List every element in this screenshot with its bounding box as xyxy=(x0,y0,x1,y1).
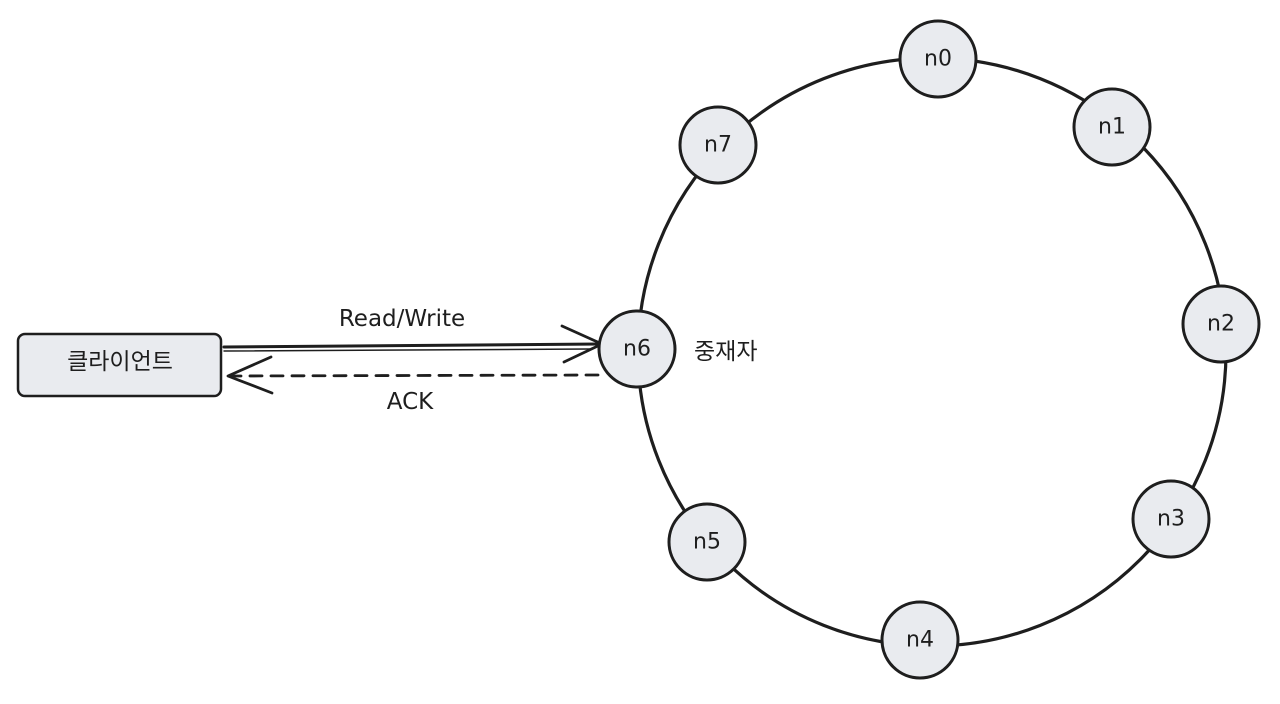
node-label: n7 xyxy=(704,133,732,158)
ring-node-n2[interactable]: n2 xyxy=(1181,284,1261,364)
request-arrow-line-sketch xyxy=(223,348,591,352)
ring-node-n7[interactable]: n7 xyxy=(678,105,758,185)
response-edge: ACK xyxy=(226,355,600,415)
node-label: n1 xyxy=(1098,115,1126,140)
client-label: 클라이언트 xyxy=(67,349,173,375)
ring-node-n0[interactable]: n0 xyxy=(898,19,978,99)
ring-node-n3[interactable]: n3 xyxy=(1131,479,1211,559)
node-circle[interactable] xyxy=(597,309,677,389)
node-circle[interactable] xyxy=(1072,87,1152,167)
node-label: n5 xyxy=(693,530,721,555)
ring-node-n1[interactable]: n1 xyxy=(1072,87,1152,167)
response-arrowhead xyxy=(226,355,274,395)
ring-node-n5[interactable]: n5 xyxy=(667,502,747,582)
ring-node-n4[interactable]: n4 xyxy=(880,600,960,680)
response-arrow-line xyxy=(226,373,600,378)
node-label: n3 xyxy=(1157,507,1185,532)
response-edge-label: ACK xyxy=(387,389,434,415)
node-circle[interactable] xyxy=(678,105,758,185)
node-circle[interactable] xyxy=(880,600,960,680)
ring-node-n6[interactable]: n6 xyxy=(597,309,677,389)
node-label: n2 xyxy=(1207,312,1235,337)
coordinator-label: 중재자 xyxy=(694,339,757,365)
request-edge-label: Read/Write xyxy=(339,306,465,332)
node-label: n6 xyxy=(623,337,651,362)
node-label: n4 xyxy=(906,628,934,653)
node-circle[interactable] xyxy=(898,19,978,99)
node-circle[interactable] xyxy=(1131,479,1211,559)
request-edge: Read/Write xyxy=(222,306,604,364)
node-label: n0 xyxy=(924,47,952,72)
node-circle[interactable] xyxy=(1181,284,1261,364)
node-circle[interactable] xyxy=(667,502,747,582)
client-box[interactable] xyxy=(16,332,223,398)
request-arrow-line xyxy=(222,342,602,349)
client-node[interactable]: 클라이언트 xyxy=(16,332,223,398)
